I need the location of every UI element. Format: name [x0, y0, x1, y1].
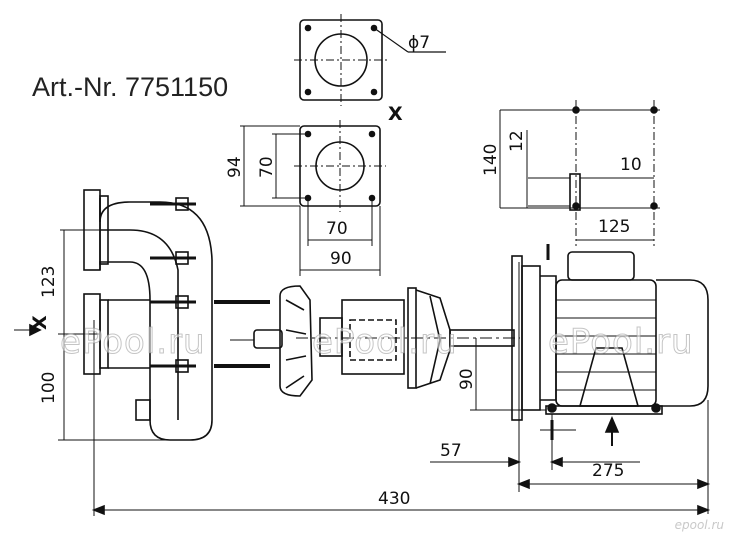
dim-10: 10: [620, 155, 642, 175]
watermark-3: ePool.ru: [548, 322, 694, 363]
article-number: Art.-Nr. 7751150: [32, 72, 229, 102]
flange-top-view: [294, 14, 446, 106]
dim-70-horizontal: 70: [326, 219, 348, 239]
dim-100: 100: [39, 372, 59, 404]
flange-front-view: [240, 120, 386, 276]
dim-125: 125: [598, 217, 630, 237]
dim-140: 140: [481, 144, 501, 176]
dim-430: 430: [378, 489, 410, 509]
dim-94: 94: [225, 156, 245, 178]
dim-57: 57: [440, 441, 462, 461]
dim-90-horizontal: 90: [330, 249, 352, 269]
dim-70-vertical: 70: [257, 156, 277, 178]
seal-housing: [296, 299, 520, 375]
foot-detail: [499, 100, 660, 246]
bottom-dimensions: [91, 320, 711, 516]
view-marker-left: X: [29, 315, 51, 330]
motor: [470, 244, 709, 514]
lantern: [407, 287, 515, 389]
dim-90-vertical: 90: [457, 368, 477, 390]
view-marker-top: X: [388, 103, 403, 125]
dim-hole-diameter: ϕ7: [408, 33, 430, 53]
epool-logo: epool.ru: [674, 518, 724, 532]
dim-123: 123: [39, 266, 59, 298]
dim-12: 12: [507, 130, 527, 152]
watermark-2: ePool.ru: [312, 322, 458, 363]
impeller: [230, 285, 313, 397]
pump-volute: [14, 189, 270, 441]
dim-275: 275: [592, 461, 624, 481]
watermark-1: ePool.ru: [60, 322, 206, 363]
